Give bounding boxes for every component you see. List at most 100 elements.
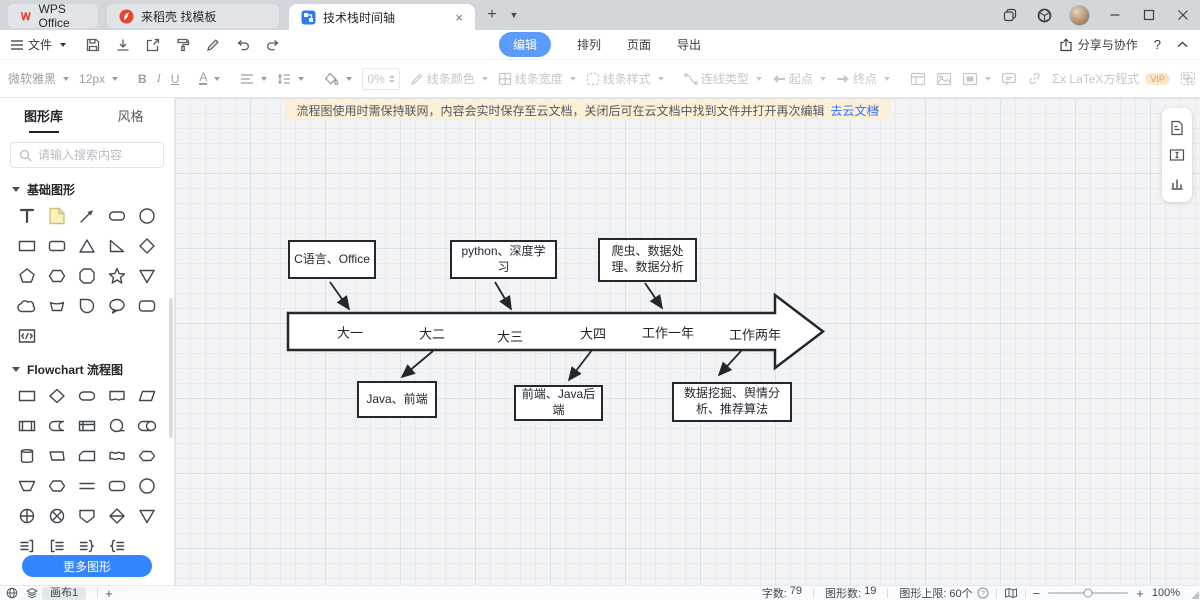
tab-docer[interactable]: 来稻壳 找模板 bbox=[107, 4, 279, 28]
shape-bracket-right[interactable] bbox=[12, 534, 42, 558]
save-button[interactable] bbox=[80, 33, 106, 57]
shape-triangle[interactable] bbox=[72, 234, 102, 258]
close-window-button[interactable] bbox=[1166, 0, 1200, 30]
timeline-label-5[interactable]: 工作一年 bbox=[641, 325, 695, 341]
line-width-button[interactable]: 线条宽度 bbox=[498, 70, 576, 87]
shape-database[interactable] bbox=[12, 444, 42, 468]
zoom-in-button[interactable]: + bbox=[1136, 585, 1144, 600]
collapse-toolbar-icon[interactable] bbox=[1177, 41, 1188, 48]
opacity-input[interactable]: 0% bbox=[362, 67, 400, 90]
undo-button[interactable] bbox=[230, 33, 256, 57]
end-point-button[interactable]: 终点 bbox=[836, 70, 890, 87]
section-basic-shapes[interactable]: 基础图形 bbox=[0, 174, 174, 204]
shape-bracket-left[interactable] bbox=[42, 534, 72, 558]
shape-trapezoid[interactable] bbox=[12, 474, 42, 498]
edit-pencil-button[interactable] bbox=[200, 33, 226, 57]
diagram-box-top-2[interactable]: python、深度学习 bbox=[450, 240, 557, 279]
shape-manual-input[interactable] bbox=[42, 294, 72, 318]
shape-sequential-access[interactable] bbox=[102, 414, 132, 438]
tab-page[interactable]: 页面 bbox=[627, 38, 652, 52]
canvas[interactable]: 流程图使用时需保持联网，内容会实时保存至云文档，关闭后可在云文档中找到文件并打开… bbox=[175, 98, 1200, 585]
tab-arrange[interactable]: 排列 bbox=[576, 38, 601, 52]
font-color-button[interactable]: A bbox=[199, 71, 221, 85]
font-size-select[interactable]: 12px bbox=[79, 72, 119, 86]
diagram-box-bottom-2[interactable]: 前端、Java后端 bbox=[514, 385, 603, 421]
shape-right-triangle[interactable] bbox=[102, 234, 132, 258]
shape-rounded-rectangle[interactable] bbox=[42, 234, 72, 258]
shape-parallel-mode[interactable] bbox=[72, 474, 102, 498]
bold-button[interactable]: B bbox=[138, 71, 147, 86]
italic-button[interactable]: I bbox=[156, 71, 161, 85]
connector-line[interactable] bbox=[400, 350, 434, 379]
shape-decision-split[interactable] bbox=[102, 504, 132, 528]
shape-stadium[interactable] bbox=[102, 204, 132, 228]
comment-button[interactable] bbox=[1001, 72, 1017, 86]
shape-predefined-process[interactable] bbox=[12, 414, 42, 438]
fill-color-button[interactable] bbox=[324, 72, 353, 86]
chart-icon[interactable] bbox=[1169, 175, 1185, 191]
line-spacing-button[interactable] bbox=[277, 73, 305, 85]
tab-wps-office[interactable]: WPS Office bbox=[8, 2, 98, 30]
shape-note[interactable] bbox=[42, 204, 72, 228]
globe-icon[interactable] bbox=[6, 587, 18, 599]
tab-list-chevron-icon[interactable]: ▼ bbox=[509, 10, 519, 20]
zoom-out-button[interactable]: − bbox=[1032, 585, 1041, 600]
shape-cloud[interactable] bbox=[12, 294, 42, 318]
line-color-button[interactable]: 线条颜色 bbox=[410, 70, 488, 87]
underline-button[interactable]: U bbox=[170, 71, 180, 86]
notice-close-icon[interactable]: × bbox=[872, 101, 880, 116]
add-canvas-button[interactable]: + bbox=[105, 585, 113, 600]
shape-merge[interactable] bbox=[132, 504, 162, 528]
shape-text[interactable] bbox=[12, 204, 42, 228]
latex-formula-button[interactable]: Σx LaTeX方程式 VIP bbox=[1052, 70, 1170, 87]
diagram-box-top-3[interactable]: 爬虫、数据处理、数据分析 bbox=[598, 238, 697, 282]
overview-map-icon[interactable] bbox=[1004, 587, 1018, 599]
help-circle-icon[interactable]: ? bbox=[977, 587, 989, 599]
shape-preparation[interactable] bbox=[42, 474, 72, 498]
shape-octagon[interactable] bbox=[72, 264, 102, 288]
line-style-button[interactable]: 线条样式 bbox=[586, 70, 664, 87]
minimize-button[interactable] bbox=[1098, 0, 1132, 30]
shape-manual-operation[interactable] bbox=[42, 444, 72, 468]
layout-button[interactable] bbox=[910, 72, 926, 86]
font-family-select[interactable]: 微软雅黑 bbox=[8, 70, 70, 87]
connector-line[interactable] bbox=[494, 281, 512, 311]
shape-code-block[interactable] bbox=[12, 324, 42, 348]
timeline-label-3[interactable]: 大三 bbox=[496, 329, 524, 345]
tab-export[interactable]: 导出 bbox=[677, 38, 702, 52]
page-settings-icon[interactable] bbox=[1169, 120, 1185, 136]
help-button[interactable]: ? bbox=[1153, 37, 1161, 52]
shape-document[interactable] bbox=[102, 384, 132, 408]
link-button[interactable] bbox=[1027, 71, 1042, 86]
download-button[interactable] bbox=[110, 33, 136, 57]
tab-edit[interactable]: 编辑 bbox=[498, 32, 551, 57]
restore-windows-icon[interactable] bbox=[993, 0, 1027, 30]
connector-type-button[interactable]: 连线类型 bbox=[683, 70, 762, 87]
timeline-label-2[interactable]: 大二 bbox=[418, 326, 446, 342]
tab-close-icon[interactable]: × bbox=[455, 9, 463, 25]
go-cloud-docs-link[interactable]: 去云文档 bbox=[830, 103, 879, 118]
shape-hexagon[interactable] bbox=[42, 264, 72, 288]
section-flowchart[interactable]: Flowchart 流程图 bbox=[0, 354, 174, 384]
zoom-slider-thumb[interactable] bbox=[1083, 588, 1093, 598]
shape-arrow[interactable] bbox=[72, 204, 102, 228]
timeline-arrow-shape[interactable] bbox=[286, 292, 826, 371]
timeline-label-1[interactable]: 大一 bbox=[336, 325, 364, 341]
tab-shape-library[interactable]: 图形库 bbox=[0, 106, 87, 125]
zoom-slider[interactable] bbox=[1048, 588, 1129, 598]
start-point-button[interactable]: 起点 bbox=[772, 70, 826, 87]
shape-rectangle[interactable] bbox=[12, 234, 42, 258]
format-painter-button[interactable] bbox=[170, 33, 196, 57]
tab-style[interactable]: 风格 bbox=[117, 108, 144, 124]
diagram-box-bottom-1[interactable]: Java、前端 bbox=[357, 381, 437, 418]
shape-display[interactable] bbox=[132, 444, 162, 468]
timeline-label-6[interactable]: 工作两年 bbox=[728, 327, 782, 343]
resize-grip[interactable] bbox=[1191, 591, 1199, 599]
avatar[interactable] bbox=[1069, 4, 1090, 26]
align-button[interactable] bbox=[240, 73, 268, 85]
tab-document-active[interactable]: 技术栈时间轴 × bbox=[289, 4, 475, 30]
connector-line[interactable] bbox=[717, 349, 743, 377]
shape-process[interactable] bbox=[12, 384, 42, 408]
shape-or-junction[interactable] bbox=[12, 504, 42, 528]
shape-off-page[interactable] bbox=[72, 504, 102, 528]
